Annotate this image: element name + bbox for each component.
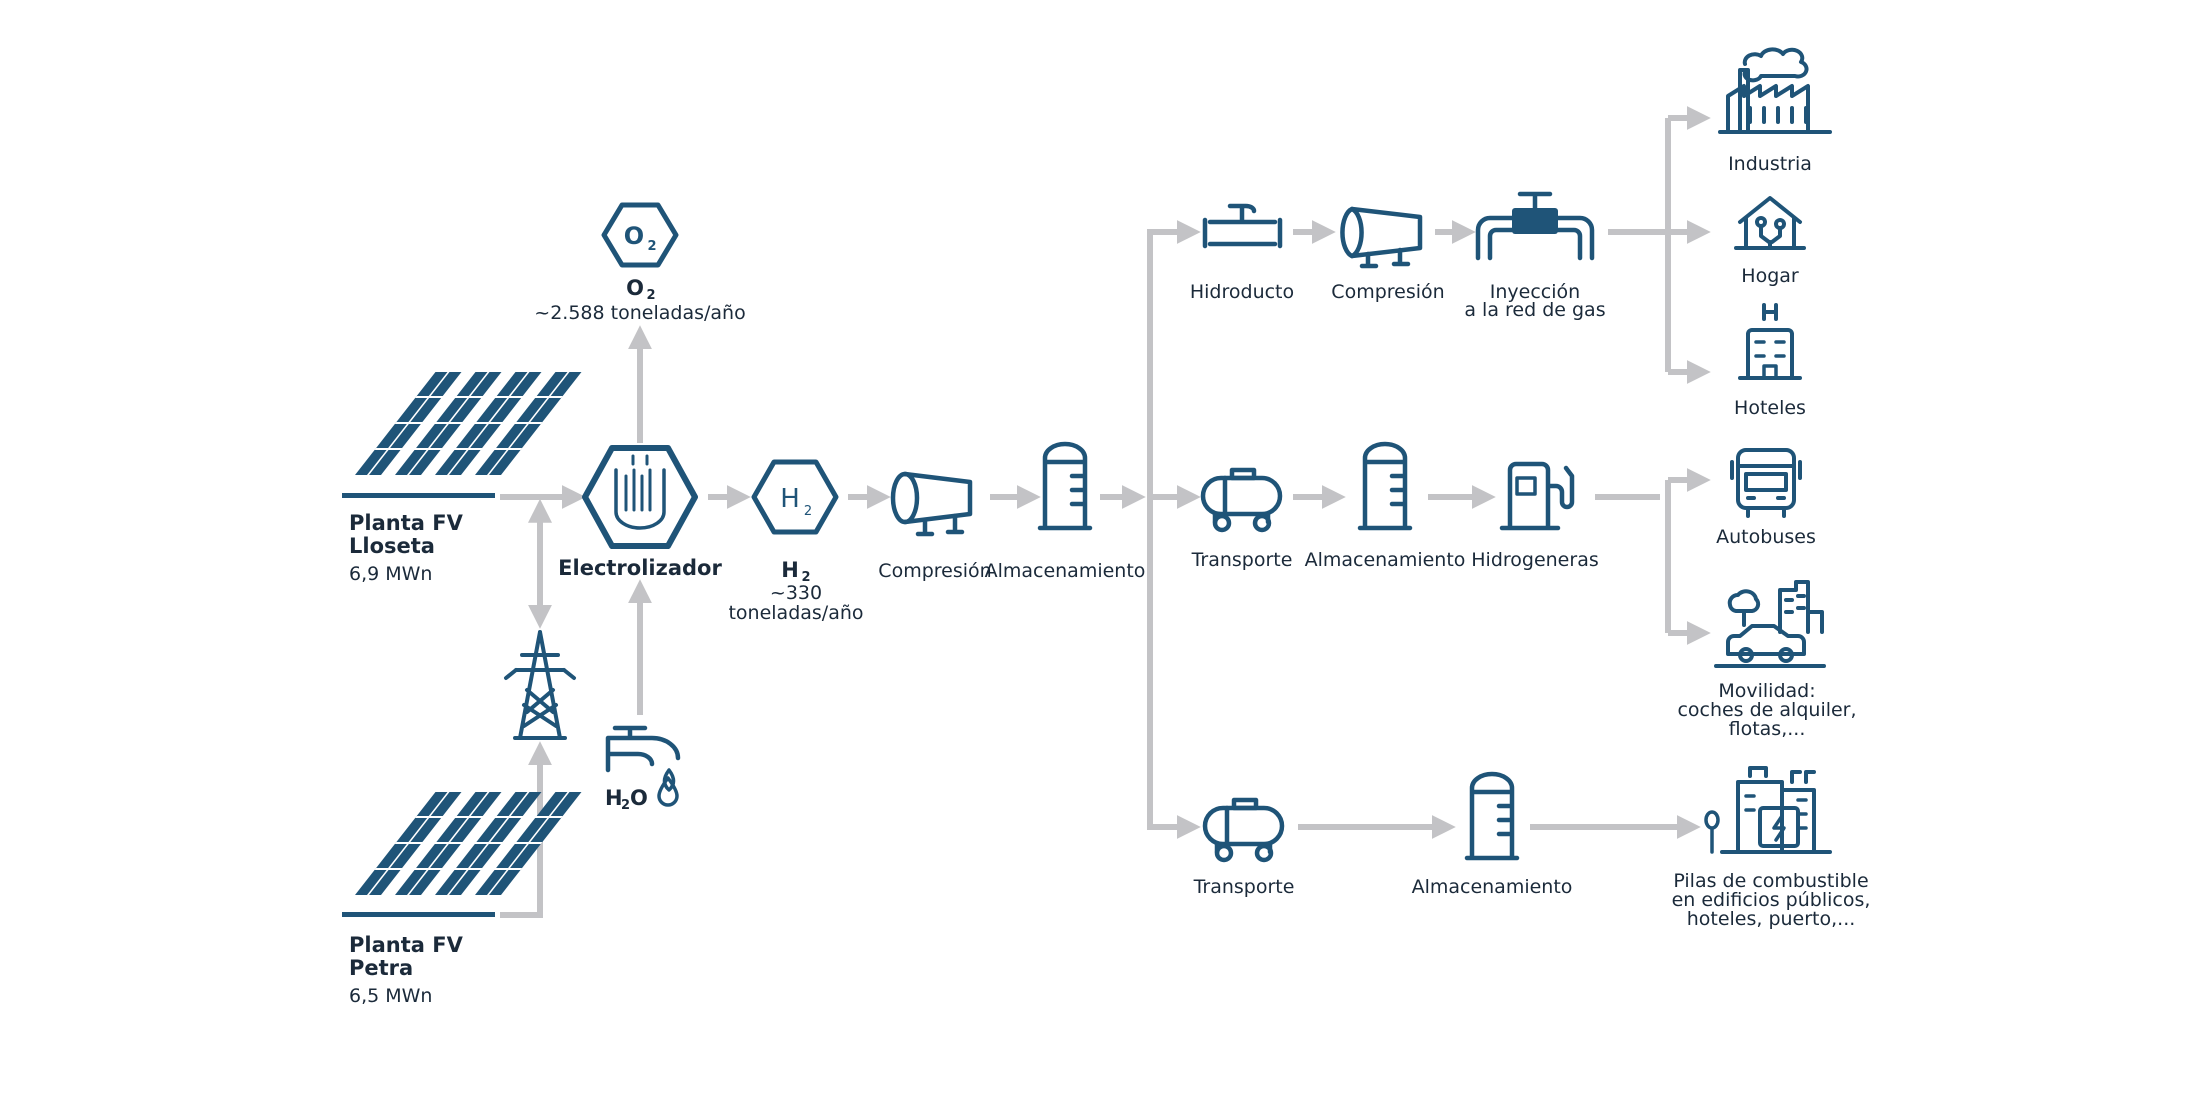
fuelcells-label-1: Pilas de combustible xyxy=(1673,870,1868,892)
main-compression-label: Compresión xyxy=(878,560,991,582)
route-bottom-transport-label: Transporte xyxy=(1193,876,1295,898)
oxygen-hexagon-icon: O 2 xyxy=(601,202,679,268)
hydrogen-amount-2: toneladas/año xyxy=(728,602,863,624)
hydrogen-hexagon-icon: H 2 xyxy=(751,459,839,535)
solar-panel-icon xyxy=(342,792,582,917)
bottom-route: Transporte Almacenamiento xyxy=(1193,771,1573,898)
pipeline-valve-icon xyxy=(1202,203,1283,249)
industry-label: Industria xyxy=(1728,153,1812,175)
oxygen-node: O 2 O 2 ~2.588 toneladas/año xyxy=(534,202,746,324)
plant-petra-name-1: Planta FV xyxy=(349,933,464,957)
home-label: Hogar xyxy=(1741,265,1799,287)
injection-label-2: a la red de gas xyxy=(1464,299,1605,321)
compressor-icon xyxy=(1340,206,1423,269)
route-top-compression-label: Compresión xyxy=(1331,281,1444,303)
branch-trunk-top xyxy=(1147,220,1201,497)
top-route: Hidroducto Compresión Inyección a la red… xyxy=(1190,191,1606,321)
hydrogen-subscript: 2 xyxy=(804,504,812,519)
route-bottom-storage-label: Almacenamiento xyxy=(1412,876,1573,898)
storage-tank-icon xyxy=(1464,771,1520,861)
plant-petra-power: 6,5 MWn xyxy=(349,985,432,1007)
injection-label-1: Inyección xyxy=(1490,281,1580,303)
end-uses: Industria Hogar Hoteles Autobuses xyxy=(1672,47,1871,930)
water-label-end: O xyxy=(630,786,648,810)
mobility-label-2: coches de alquiler, xyxy=(1677,699,1856,721)
hydrogen-station-icon xyxy=(1499,461,1575,531)
hydrogen-symbol: H xyxy=(780,484,800,514)
water-label-sub: 2 xyxy=(621,798,630,813)
middle-route: Transporte Almacenamiento Hidrogeneras xyxy=(1191,441,1599,571)
plant-lloseta: Planta FV Lloseta 6,9 MWn xyxy=(342,372,582,585)
plant-petra-name-2: Petra xyxy=(349,956,413,980)
hydrogen-node: H 2 H 2 ~330 toneladas/año xyxy=(728,459,864,624)
main-compression: Compresión xyxy=(878,471,992,582)
water-tap-icon xyxy=(605,725,681,792)
water-drop-icon xyxy=(657,776,679,807)
pipeline-label: Hidroducto xyxy=(1190,281,1294,303)
power-tower-icon xyxy=(504,630,576,740)
gas-injection-icon xyxy=(1475,191,1595,261)
oxygen-amount: ~2.588 toneladas/año xyxy=(534,302,745,324)
route-mid-storage-label: Almacenamiento xyxy=(1305,549,1466,571)
hydrogen-amount-1: ~330 xyxy=(770,582,822,604)
buses-label: Autobuses xyxy=(1716,526,1816,548)
route-mid-transport-label: Transporte xyxy=(1191,549,1293,571)
hotels-label: Hoteles xyxy=(1734,397,1806,419)
hydrogen-label-main: H xyxy=(781,558,799,582)
oxygen-subscript: 2 xyxy=(647,239,656,254)
electrolyzer: Electrolizador xyxy=(558,445,722,580)
stations-label: Hidrogeneras xyxy=(1471,549,1598,571)
solar-panel-icon xyxy=(342,372,582,498)
oxygen-symbol: O xyxy=(624,222,644,250)
main-storage: Almacenamiento xyxy=(985,441,1146,582)
branch-trunk-bottom xyxy=(1147,497,1201,839)
mobility-label-3: flotas,... xyxy=(1729,718,1806,740)
bus-icon xyxy=(1730,448,1802,518)
oxygen-label-main: O xyxy=(626,276,644,300)
oxygen-label-sub: 2 xyxy=(646,288,655,303)
mobility-label-1: Movilidad: xyxy=(1718,680,1815,702)
main-storage-label: Almacenamiento xyxy=(985,560,1146,582)
plant-lloseta-name-2: Lloseta xyxy=(349,534,435,558)
fuelcells-label-3: hoteles, puerto,... xyxy=(1687,908,1856,930)
factory-icon xyxy=(1718,47,1832,134)
fuelcells-label-2: en edificios públicos, xyxy=(1672,889,1871,911)
arrow-petra-grid xyxy=(500,741,552,918)
electrolyzer-hexagon-icon xyxy=(582,445,698,549)
plant-petra: Planta FV Petra 6,5 MWn xyxy=(342,792,582,1007)
storage-tank-icon xyxy=(1037,441,1093,531)
compressor-icon xyxy=(890,471,973,537)
water-label-main: H xyxy=(605,786,623,810)
tanker-truck-icon xyxy=(1202,797,1285,863)
flow-arrows xyxy=(500,106,1711,918)
hotel-icon xyxy=(1738,303,1802,380)
electrolyzer-label: Electrolizador xyxy=(558,556,722,580)
plant-lloseta-name-1: Planta FV xyxy=(349,511,464,535)
fuel-cell-building-icon xyxy=(1704,766,1832,854)
hydrogen-label-sub: 2 xyxy=(801,570,810,585)
house-icon xyxy=(1734,196,1806,250)
plant-lloseta-power: 6,9 MWn xyxy=(349,563,432,585)
city-car-icon xyxy=(1714,580,1826,668)
water-node: H 2 O xyxy=(605,725,681,813)
tanker-truck-icon xyxy=(1200,467,1283,533)
storage-tank-icon xyxy=(1357,441,1413,531)
